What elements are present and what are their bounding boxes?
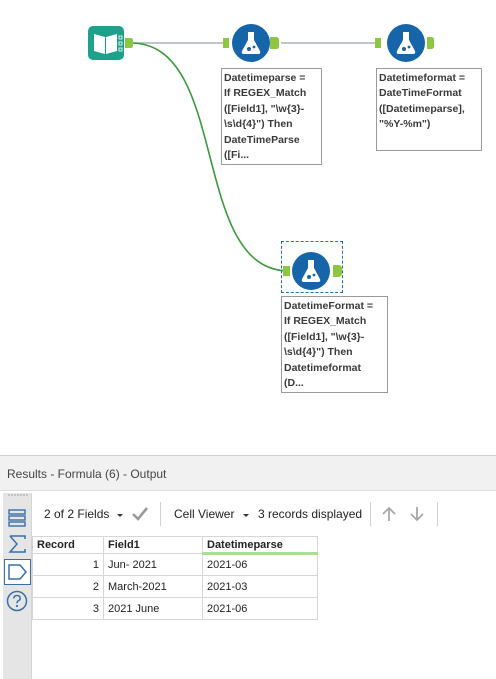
toolbar-divider xyxy=(437,502,438,526)
column-header-field1[interactable]: Field1 xyxy=(103,536,203,554)
datetimeparse-cell[interactable]: 2021-06 xyxy=(202,597,318,620)
flask-formula-icon xyxy=(375,24,434,62)
record-cell[interactable]: 2 xyxy=(32,575,104,598)
table-row[interactable]: 3 2021 June 2021-06 xyxy=(32,597,318,620)
workflow-canvas[interactable]: Datetimeparse = If REGEX_Match ([Field1]… xyxy=(0,0,496,453)
formula-tool-1[interactable] xyxy=(222,23,284,63)
results-title: Results - Formula (6) - Output xyxy=(7,467,167,481)
cell-viewer-dropdown[interactable]: Cell Viewer xyxy=(174,501,254,527)
table-row[interactable]: 2 March-2021 2021-03 xyxy=(32,575,318,598)
formula-3-annotation: DatetimeFormat = If REGEX_Match ([Field1… xyxy=(281,296,388,393)
tag-icon[interactable] xyxy=(4,559,31,585)
fields-dropdown[interactable]: 2 of 2 Fields xyxy=(44,501,130,527)
connection-layer xyxy=(130,42,376,272)
field1-cell[interactable]: Jun- 2021 xyxy=(103,553,203,576)
datetimeparse-cell[interactable]: 2021-06 xyxy=(202,553,318,576)
record-cell[interactable]: 3 xyxy=(32,597,104,620)
formula-tool-3[interactable] xyxy=(281,241,343,293)
table-row[interactable]: 1 Jun- 2021 2021-06 xyxy=(32,553,318,576)
results-pane: Results - Formula (6) - Output 2 of 2 Fi… xyxy=(0,455,496,679)
cell-viewer-label: Cell Viewer xyxy=(174,507,235,521)
fields-label: 2 of 2 Fields xyxy=(44,507,110,521)
caret-down-icon xyxy=(117,514,123,517)
flask-formula-icon xyxy=(223,24,279,62)
field1-cell[interactable]: March-2021 xyxy=(103,575,203,598)
flask-formula-icon xyxy=(283,252,342,290)
column-header-record[interactable]: Record xyxy=(32,536,104,554)
records-count: 3 records displayed xyxy=(258,507,363,521)
list-icon[interactable] xyxy=(5,507,29,529)
connection-wire xyxy=(130,42,290,272)
book-input-icon xyxy=(88,26,133,60)
datetimeparse-cell[interactable]: 2021-03 xyxy=(202,575,318,598)
formula-1-annotation: Datetimeparse = If REGEX_Match ([Field1]… xyxy=(221,68,322,165)
checkmark-icon[interactable] xyxy=(130,504,150,524)
results-header: Results - Formula (6) - Output xyxy=(0,455,496,491)
toolbar-divider xyxy=(160,502,161,526)
sigma-icon[interactable] xyxy=(5,533,29,555)
results-side-rail xyxy=(3,493,32,679)
results-toolbar: 2 of 2 Fields Cell Viewer 3 records disp… xyxy=(34,493,496,535)
input-data-tool[interactable] xyxy=(87,25,135,63)
results-grid: Record Field1 Datetimeparse 1 Jun- 2021 … xyxy=(32,536,318,620)
table-header-row: Record Field1 Datetimeparse xyxy=(32,536,318,555)
toolbar-divider xyxy=(370,502,371,526)
caret-down-icon xyxy=(243,514,249,517)
arrow-up-icon[interactable] xyxy=(379,504,399,524)
arrow-down-icon[interactable] xyxy=(407,504,427,524)
field1-cell[interactable]: 2021 June xyxy=(103,597,203,620)
results-table: Record Field1 Datetimeparse 1 Jun- 2021 … xyxy=(32,536,318,620)
record-cell[interactable]: 1 xyxy=(32,553,104,576)
formula-2-annotation: Datetimeformat = DateTimeFormat ([Dateti… xyxy=(376,68,482,151)
column-header-datetimeparse[interactable]: Datetimeparse xyxy=(202,536,318,555)
grip-dots xyxy=(8,494,28,496)
formula-tool-2[interactable] xyxy=(374,23,436,63)
help-icon[interactable] xyxy=(5,589,29,613)
